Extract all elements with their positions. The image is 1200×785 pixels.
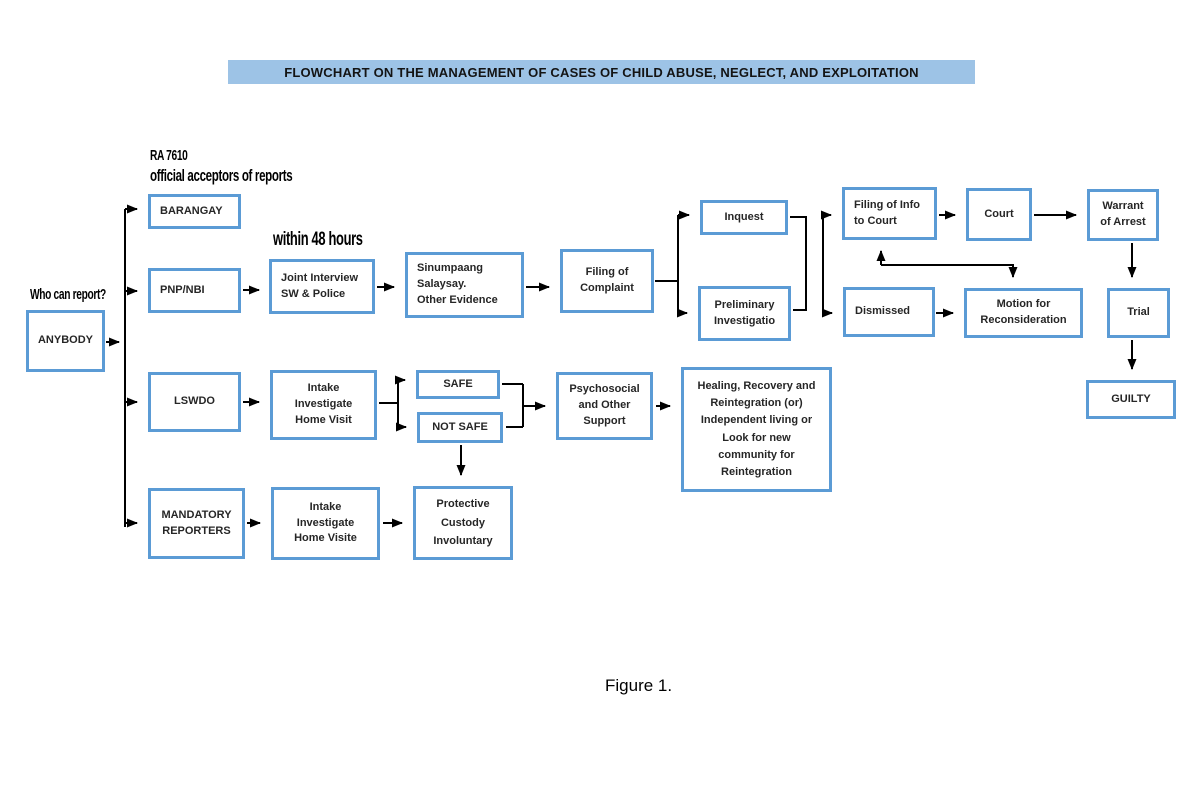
node-intake-investigate-home-visite: Intake Investigate Home Visite (271, 487, 380, 560)
page-title: FLOWCHART ON THE MANAGEMENT OF CASES OF … (228, 60, 975, 84)
node-motion-for-reconsideration-label: Motion for Reconsideration (980, 298, 1067, 326)
node-barangay-label: BARANGAY (160, 204, 223, 217)
node-intake-investigate-home-visite-label: Intake Investigate Home Visite (294, 500, 357, 545)
node-dismissed-label: Dismissed (855, 305, 911, 318)
node-joint-interview: Joint Interview SW & Police (269, 259, 375, 314)
node-court: Court (966, 188, 1032, 241)
ra-7610-line1: RA 7610 (150, 147, 188, 164)
node-anybody: ANYBODY (26, 310, 105, 372)
node-motion-for-reconsideration: Motion for Reconsideration (964, 288, 1083, 338)
node-anybody-label: ANYBODY (37, 334, 93, 347)
node-joint-interview-label: Joint Interview SW & Police (281, 271, 359, 300)
ra-7610-label: RA 7610 official acceptors of reports (150, 146, 293, 186)
node-safe-label: SAFE (443, 377, 473, 390)
node-sinumpaang-salaysay-label: Sinumpaang Salaysay. Other Evidence (417, 262, 498, 306)
who-can-report-label: Who can report? (30, 286, 106, 303)
node-pnp-nbi: PNP/NBI (148, 268, 241, 313)
node-mandatory-reporters: MANDATORY REPORTERS (148, 488, 245, 559)
node-guilty: GUILTY (1086, 380, 1176, 419)
node-preliminary-investigation-label: Preliminary Investigatio (713, 298, 776, 327)
node-healing-recovery-reintegration: Healing, Recovery and Reintegration (or)… (681, 367, 832, 492)
node-not-safe: NOT SAFE (417, 412, 503, 443)
connectors (106, 204, 1137, 528)
node-lswdo-label: LSWDO (174, 395, 215, 408)
node-guilty-label: GUILTY (1111, 392, 1151, 405)
node-intake-investigate-home-visit-label: Intake Investigate Home Visit (294, 382, 353, 426)
node-barangay: BARANGAY (148, 194, 241, 229)
node-filing-of-complaint: Filing of Complaint (560, 249, 654, 313)
node-filing-of-complaint-label: Filing of Complaint (580, 266, 634, 294)
node-filing-of-info-to-court: Filing of Info to Court (842, 187, 937, 240)
node-safe: SAFE (416, 370, 500, 399)
node-lswdo: LSWDO (148, 372, 241, 432)
node-warrant-of-arrest-label: Warrant of Arrest (1100, 200, 1146, 228)
node-not-safe-label: NOT SAFE (432, 420, 488, 433)
node-sinumpaang-salaysay: Sinumpaang Salaysay. Other Evidence (405, 252, 524, 318)
node-protective-custody: Protective Custody Involuntary (413, 486, 513, 560)
node-warrant-of-arrest: Warrant of Arrest (1087, 189, 1159, 241)
node-trial-label: Trial (1127, 306, 1150, 319)
node-mandatory-reporters-label: MANDATORY REPORTERS (161, 508, 232, 537)
node-protective-custody-label: Protective Custody Involuntary (433, 497, 493, 548)
node-inquest: Inquest (700, 200, 788, 235)
node-psychosocial-support: Psychosocial and Other Support (556, 372, 653, 440)
node-inquest-label: Inquest (724, 210, 764, 223)
ra-7610-line2: official acceptors of reports (150, 166, 293, 185)
node-dismissed: Dismissed (843, 287, 935, 337)
node-healing-recovery-reintegration-label: Healing, Recovery and Reintegration (or)… (697, 380, 816, 478)
node-preliminary-investigation: Preliminary Investigatio (698, 286, 791, 341)
node-filing-of-info-to-court-label: Filing of Info to Court (854, 198, 920, 227)
node-psychosocial-support-label: Psychosocial and Other Support (569, 383, 640, 427)
within-48-hours-label: within 48 hours (273, 229, 363, 250)
node-intake-investigate-home-visit: Intake Investigate Home Visit (270, 370, 377, 440)
node-court-label: Court (984, 207, 1014, 220)
node-trial: Trial (1107, 288, 1170, 338)
figure-caption: Figure 1. (605, 676, 673, 695)
node-pnp-nbi-label: PNP/NBI (160, 283, 205, 296)
